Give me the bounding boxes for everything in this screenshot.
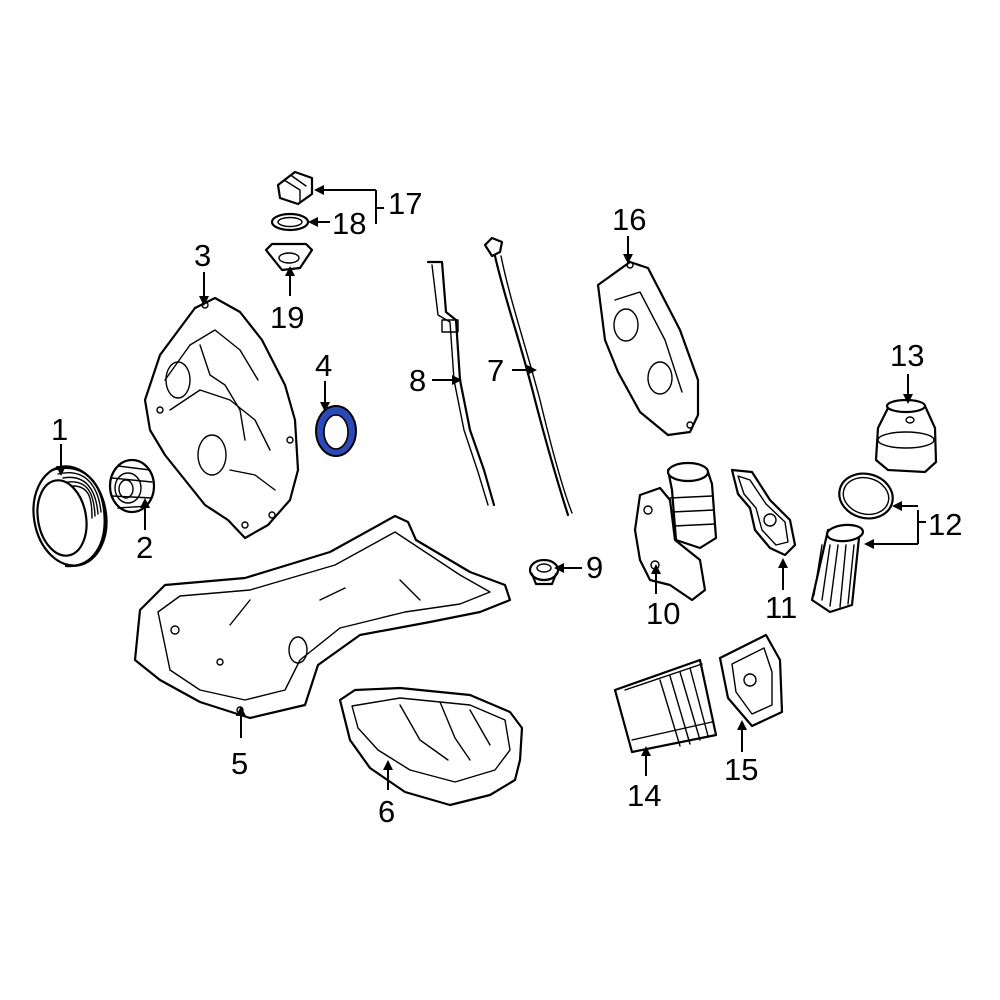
oil-filler-neck[interactable] <box>264 242 314 272</box>
callout-11[interactable]: 11 <box>765 590 797 625</box>
oil-filter-element[interactable] <box>810 468 898 614</box>
crankshaft-seal[interactable] <box>108 458 156 514</box>
callout-3[interactable]: 3 <box>194 238 211 273</box>
oil-cooler-gasket[interactable] <box>718 633 784 728</box>
callout-18[interactable]: 18 <box>332 206 366 241</box>
front-oil-seal[interactable] <box>315 405 357 457</box>
callout-9[interactable]: 9 <box>586 550 603 585</box>
leader-lines <box>56 185 926 790</box>
drain-plug[interactable] <box>528 558 560 586</box>
crankshaft-pulley[interactable] <box>26 461 114 572</box>
filter-housing-gasket[interactable] <box>730 468 797 557</box>
callout-15[interactable]: 15 <box>724 752 758 787</box>
callout-16[interactable]: 16 <box>612 202 646 237</box>
callout-1[interactable]: 1 <box>51 412 68 447</box>
callout-14[interactable]: 14 <box>627 778 661 813</box>
callout-13[interactable]: 13 <box>890 338 924 373</box>
callout-17[interactable]: 17 <box>388 186 422 221</box>
dipstick-tube[interactable] <box>426 260 496 507</box>
callout-6[interactable]: 6 <box>378 794 395 829</box>
callout-19[interactable]: 19 <box>270 300 304 335</box>
callout-7[interactable]: 7 <box>487 353 504 388</box>
callout-2[interactable]: 2 <box>136 530 153 565</box>
oil-filter-housing[interactable] <box>633 461 718 602</box>
timing-cover[interactable] <box>143 296 300 540</box>
filler-cap-seal[interactable] <box>270 212 310 232</box>
callout-10[interactable]: 10 <box>646 596 680 631</box>
oil-filter-cap[interactable] <box>874 398 938 474</box>
timing-case-cover[interactable] <box>596 260 700 437</box>
oil-cooler[interactable] <box>613 658 718 754</box>
callout-5[interactable]: 5 <box>231 746 248 781</box>
callout-8[interactable]: 8 <box>409 363 426 398</box>
callout-12[interactable]: 12 <box>928 507 962 542</box>
callout-labels: 1 2 3 4 5 6 7 8 9 10 11 12 13 14 15 16 1… <box>51 186 962 829</box>
oil-filler-cap[interactable] <box>276 170 314 206</box>
lower-oil-pan[interactable] <box>338 686 524 807</box>
oil-dipstick[interactable] <box>483 236 573 517</box>
upper-oil-pan[interactable] <box>133 514 512 720</box>
callout-4[interactable]: 4 <box>315 348 332 383</box>
